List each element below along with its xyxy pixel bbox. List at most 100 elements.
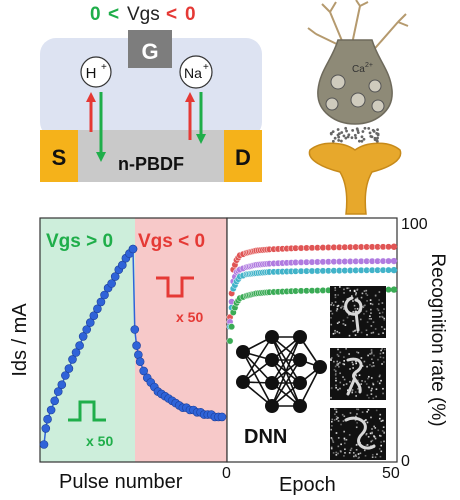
noise-pixel	[356, 289, 358, 291]
noise-pixel	[339, 381, 342, 384]
noise-pixel	[352, 363, 354, 366]
noise-pixel	[356, 408, 358, 411]
noise-pixel	[333, 368, 336, 371]
noise-pixel	[334, 408, 336, 410]
recognition-point	[390, 257, 398, 265]
transmitter-dot	[344, 126, 348, 130]
noise-pixel	[343, 360, 345, 362]
noise-pixel	[366, 421, 369, 424]
dnn-node	[265, 399, 279, 413]
noise-pixel	[336, 363, 339, 366]
noise-pixel	[378, 382, 381, 385]
noise-pixel	[337, 388, 339, 391]
noise-pixel	[342, 376, 344, 378]
noise-pixel	[381, 302, 384, 304]
noise-pixel	[370, 352, 373, 355]
noise-pixel	[344, 452, 346, 454]
data-point	[64, 364, 74, 373]
noise-pixel	[383, 308, 385, 310]
noise-pixel	[369, 299, 372, 301]
noise-pixel	[362, 305, 365, 307]
noise-pixel	[348, 452, 351, 454]
noise-pixel	[337, 437, 340, 439]
recognition-point	[385, 286, 392, 294]
sodium-ion	[179, 55, 213, 89]
noise-pixel	[356, 297, 359, 300]
noise-pixel	[370, 332, 373, 334]
digit-stroke	[344, 416, 376, 450]
noise-pixel	[366, 300, 368, 302]
noise-pixel	[383, 361, 385, 363]
transmitter-dot	[337, 135, 341, 139]
noise-pixel	[375, 388, 378, 391]
noise-pixel	[343, 292, 345, 294]
source-electrode	[40, 130, 78, 182]
noise-pixel	[343, 415, 346, 418]
noise-pixel	[373, 354, 375, 357]
noise-pixel	[370, 312, 372, 314]
right-x-axis-label: Epoch	[279, 474, 336, 496]
negative-gate-label: Vgs < 0	[138, 231, 205, 252]
noise-pixel	[355, 292, 357, 294]
noise-pixel	[331, 438, 334, 441]
noise-pixel	[371, 358, 373, 361]
noise-pixel	[342, 305, 344, 308]
noise-pixel	[381, 363, 383, 365]
noise-pixel	[366, 444, 369, 446]
transmitter-dot	[362, 137, 366, 141]
noise-pixel	[365, 329, 368, 332]
noise-pixel	[343, 437, 346, 440]
condition-lt-1: <	[108, 4, 119, 25]
gate-label: G	[141, 39, 158, 64]
transmitter-dot	[367, 126, 371, 130]
noise-pixel	[357, 453, 360, 455]
noise-pixel	[354, 454, 357, 457]
noise-pixel	[331, 312, 334, 315]
noise-pixel	[374, 437, 377, 440]
noise-pixel	[369, 353, 371, 355]
transmitter-dot	[350, 136, 354, 140]
noise-pixel	[331, 302, 333, 304]
right-y-tick-max: 100	[401, 216, 428, 233]
transmitter-dot	[353, 133, 357, 137]
noise-pixel	[335, 384, 337, 387]
noise-pixel	[349, 412, 352, 414]
synaptic-vesicles	[325, 74, 385, 113]
noise-pixel	[372, 382, 374, 385]
transmitter-dot	[376, 133, 380, 137]
digit-stroke	[344, 296, 363, 332]
noise-pixel	[366, 294, 369, 297]
noise-pixel	[382, 332, 384, 334]
noise-pixel	[351, 295, 353, 297]
noise-pixel	[376, 308, 379, 310]
noise-pixel	[350, 447, 353, 450]
noise-pixel	[372, 397, 375, 400]
noise-pixel	[342, 300, 345, 303]
noise-pixel	[367, 377, 369, 380]
noise-pixel	[341, 413, 344, 416]
noise-pixel	[343, 455, 345, 457]
noise-pixel	[353, 289, 356, 292]
noise-pixel	[345, 348, 347, 350]
noise-pixel	[381, 348, 383, 350]
noise-pixel	[362, 306, 365, 308]
noise-pixel	[342, 420, 345, 422]
noise-pixel	[356, 413, 358, 415]
source-label: S	[52, 145, 67, 170]
noise-pixel	[377, 429, 380, 432]
noise-pixel	[366, 321, 369, 323]
data-point	[53, 387, 63, 396]
noise-pixel	[335, 386, 337, 389]
noise-pixel	[358, 374, 361, 377]
noise-pixel	[364, 454, 367, 457]
noise-pixel	[371, 431, 373, 434]
noise-pixel	[330, 323, 333, 326]
sodium-ion-charge: +	[203, 62, 209, 73]
noise-pixel	[363, 419, 366, 422]
noise-pixel	[332, 452, 335, 454]
noise-pixel	[358, 456, 360, 459]
noise-pixel	[340, 443, 342, 446]
noise-pixel	[379, 413, 382, 416]
transmitter-dot	[331, 130, 335, 134]
